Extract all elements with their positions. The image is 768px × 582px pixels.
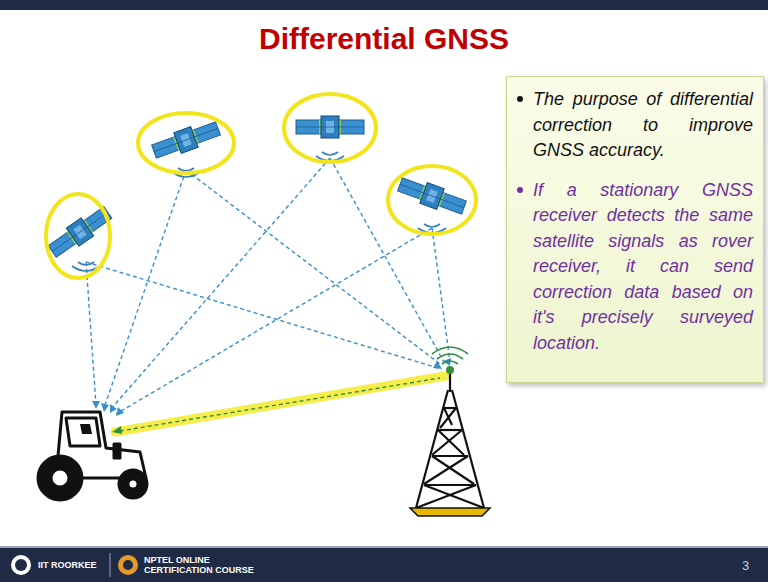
slide-title: Differential GNSS <box>0 22 768 56</box>
page-number: 3 <box>742 558 749 573</box>
bullet-text: The purpose of differential correction t… <box>533 87 753 164</box>
bullet-item: If a stationary GNSS receiver detects th… <box>517 178 753 357</box>
text-panel: The purpose of differential correction t… <box>506 76 764 383</box>
bullet-item: The purpose of differential correction t… <box>517 87 753 164</box>
bullet-dot <box>517 187 523 193</box>
footer-label: NPTEL ONLINE CERTIFICATION COURSE <box>144 555 254 576</box>
bullet-text: If a stationary GNSS receiver detects th… <box>533 178 753 357</box>
bullet-dot <box>517 96 523 102</box>
footer-label: IIT ROORKEE <box>38 560 106 570</box>
